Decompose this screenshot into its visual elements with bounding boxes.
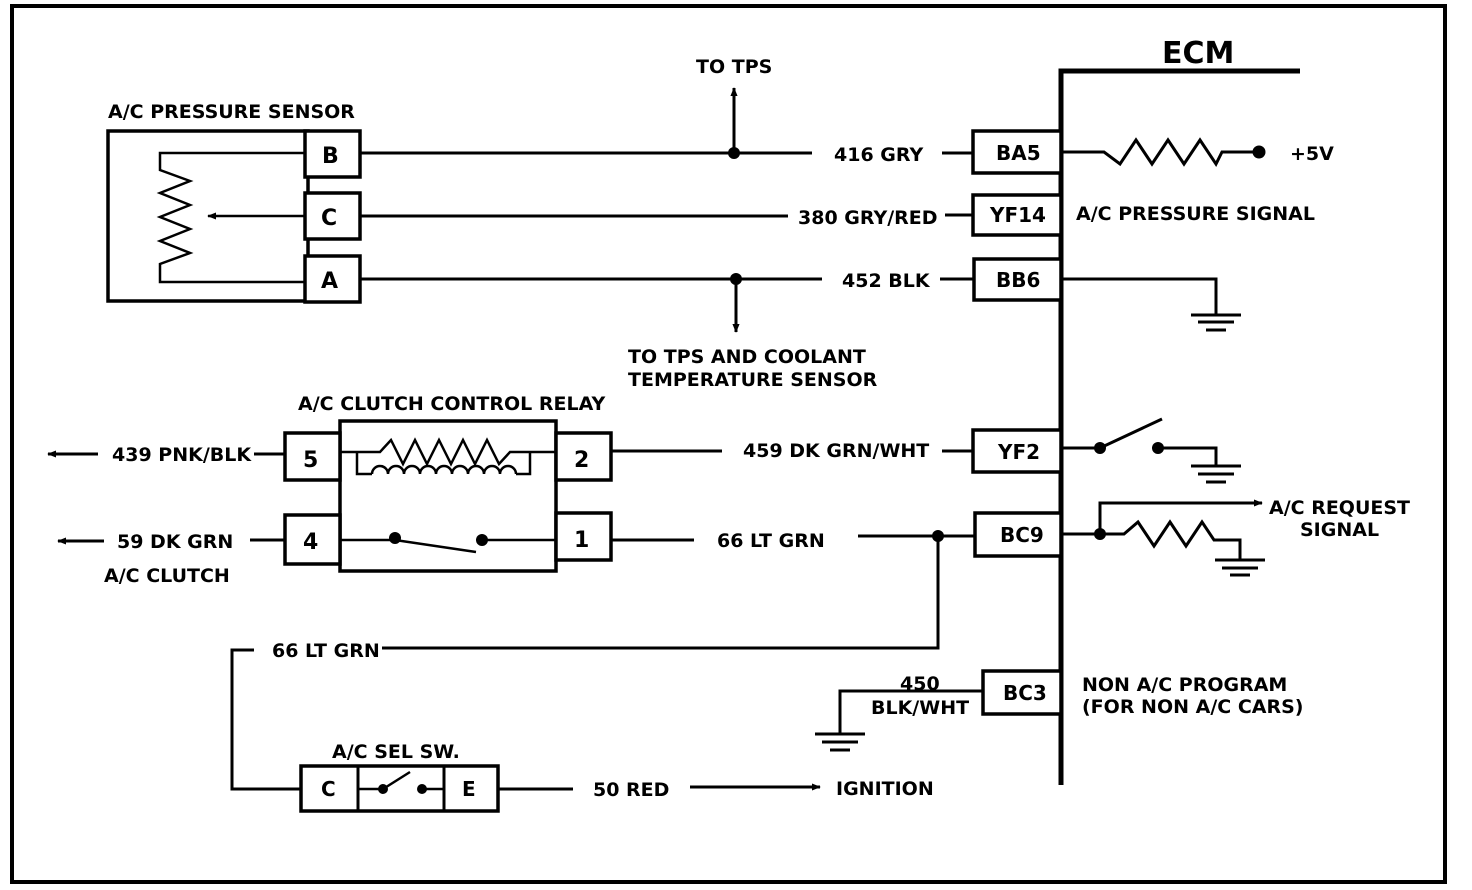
svg-text:2: 2 bbox=[574, 448, 589, 473]
relay-switch bbox=[340, 532, 556, 554]
svg-text:BC3: BC3 bbox=[1003, 681, 1047, 705]
ac-clutch-label: A/C CLUTCH bbox=[104, 565, 230, 587]
wire-450-number: 450 bbox=[900, 673, 940, 695]
svg-text:BB6: BB6 bbox=[996, 268, 1040, 292]
svg-text:BA5: BA5 bbox=[996, 141, 1041, 165]
svg-text:YF14: YF14 bbox=[989, 203, 1046, 227]
to-tps-coolant-label-1: TO TPS AND COOLANT bbox=[628, 346, 866, 368]
wire-66-loop bbox=[382, 536, 940, 650]
wire-66-label: 66 LT GRN bbox=[717, 530, 825, 552]
non-ac-program-label-2: (FOR NON A/C CARS) bbox=[1082, 696, 1303, 718]
wire-439-label: 439 PNK/BLK bbox=[112, 444, 252, 466]
ecm-pin-yf2: YF2 bbox=[971, 428, 1063, 474]
sensor-pin-c: C bbox=[303, 191, 362, 241]
sensor-pin-a: A bbox=[303, 254, 362, 304]
plus5v-terminal bbox=[1252, 145, 1266, 159]
ac-pressure-signal-label: A/C PRESSURE SIGNAL bbox=[1076, 203, 1315, 225]
ecm-pin-ba5: BA5 bbox=[971, 129, 1063, 175]
non-ac-program-label-1: NON A/C PROGRAM bbox=[1082, 674, 1287, 696]
wire-380-label: 380 GRY/RED bbox=[798, 207, 938, 229]
pullup-resistor bbox=[1061, 137, 1258, 167]
svg-text:YF2: YF2 bbox=[997, 440, 1040, 464]
ecm-pin-yf14: YF14 bbox=[971, 193, 1063, 237]
relay-pin-2: 2 bbox=[554, 431, 613, 482]
relay-pin-4: 4 bbox=[283, 513, 342, 566]
ac-request-circuit bbox=[1061, 499, 1265, 577]
relay-pin-5: 5 bbox=[283, 431, 342, 482]
ecm-pin-bb6: BB6 bbox=[972, 257, 1063, 302]
ecm-title: ECM bbox=[1162, 36, 1234, 71]
wire-459-label: 459 DK GRN/WHT bbox=[743, 440, 929, 462]
ac-request-label-1: A/C REQUEST bbox=[1269, 497, 1410, 519]
relay-coil-resistor bbox=[340, 437, 556, 476]
wire-416-label: 416 GRY bbox=[834, 144, 923, 166]
sel-switch-contacts bbox=[358, 770, 444, 794]
relay-coil-winding bbox=[370, 464, 518, 475]
sel-switch-title: A/C SEL SW. bbox=[332, 741, 460, 763]
relay-body bbox=[338, 419, 558, 573]
plus5v-label: +5V bbox=[1290, 143, 1334, 165]
ecm-pin-bc9: BC9 bbox=[973, 511, 1063, 558]
wire-450-color: BLK/WHT bbox=[871, 697, 969, 719]
ecm-internal-switch bbox=[1061, 417, 1241, 484]
wire-59-label: 59 DK GRN bbox=[117, 531, 233, 553]
to-tps-label: TO TPS bbox=[696, 56, 772, 78]
relay-title: A/C CLUTCH CONTROL RELAY bbox=[298, 393, 605, 415]
svg-text:1: 1 bbox=[574, 528, 589, 553]
wire-50-label: 50 RED bbox=[593, 779, 669, 801]
ecm-pin-bc3: BC3 bbox=[981, 669, 1063, 716]
wire-452-label: 452 BLK bbox=[842, 270, 931, 292]
ground-symbol bbox=[815, 689, 983, 752]
ignition-label: IGNITION bbox=[836, 778, 934, 800]
sel-switch-pin-c: C bbox=[321, 777, 336, 801]
relay-pin-1: 1 bbox=[554, 511, 613, 562]
diagram-frame bbox=[10, 4, 1447, 884]
ac-request-label-2: SIGNAL bbox=[1300, 519, 1379, 541]
to-tps-coolant-label-2: TEMPERATURE SENSOR bbox=[628, 369, 878, 391]
svg-text:5: 5 bbox=[303, 448, 318, 473]
svg-text:B: B bbox=[322, 144, 339, 169]
svg-text:A: A bbox=[321, 269, 338, 294]
pressure-sensor-title: A/C PRESSURE SENSOR bbox=[108, 101, 355, 123]
svg-text:4: 4 bbox=[303, 530, 318, 555]
ground-symbol bbox=[1061, 277, 1241, 332]
sel-switch-pin-e: E bbox=[462, 777, 476, 801]
wire-66-loop-label: 66 LT GRN bbox=[272, 640, 380, 662]
sensor-pin-b: B bbox=[303, 129, 362, 179]
potentiometer-resistor bbox=[156, 151, 305, 284]
svg-text:BC9: BC9 bbox=[1000, 523, 1044, 547]
svg-text:C: C bbox=[321, 206, 337, 231]
